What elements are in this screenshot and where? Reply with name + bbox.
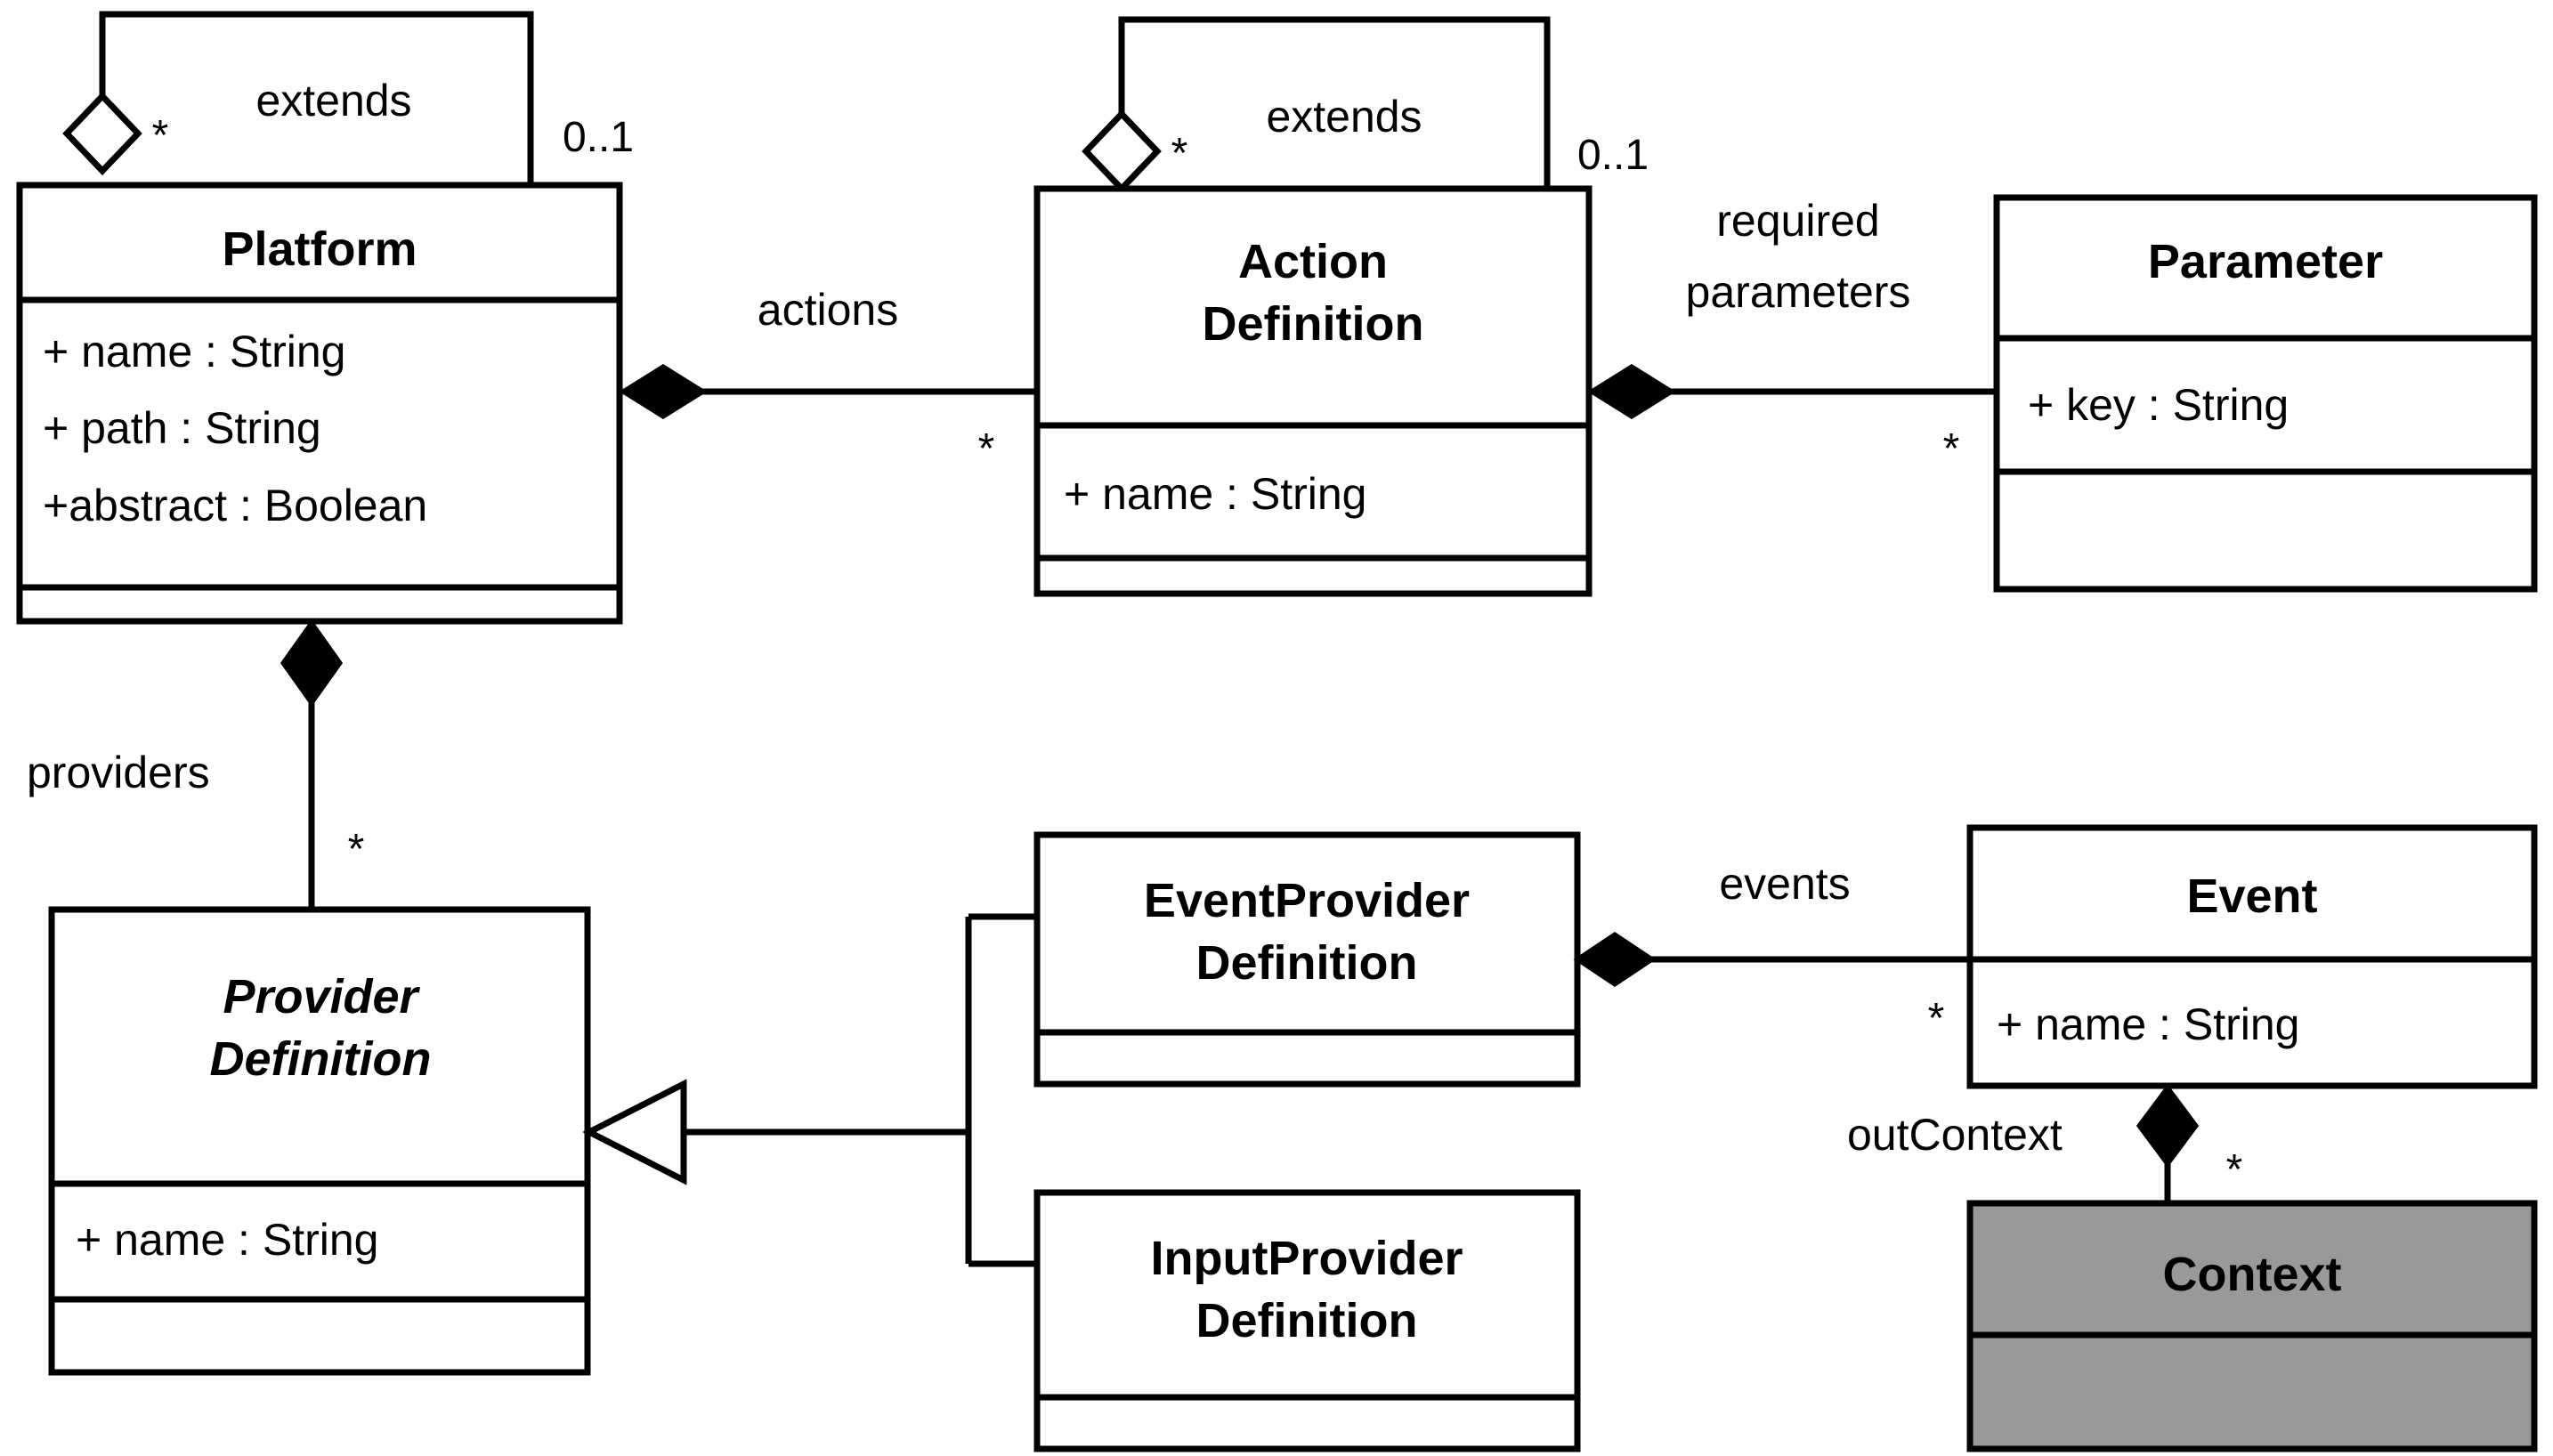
class-provider-definition[interactable]: Provider Definition + name : String [48, 906, 591, 1376]
relation-platform-extends[interactable]: extends * 0..1 [62, 11, 634, 185]
event-attribute: + name : String [1997, 999, 2299, 1049]
relation-action-required-parameters[interactable]: required parameters * [1587, 196, 1997, 473]
event-provider-definition-title-line1: EventProvider [1144, 874, 1470, 927]
platform-attribute: + path : String [43, 403, 321, 453]
providers-target-multiplicity: * [348, 826, 365, 873]
action-extends-label: extends [1266, 92, 1422, 142]
platform-attribute: + name : String [43, 327, 345, 376]
action-definition-box [1033, 185, 1593, 597]
input-provider-definition-title-line1: InputProvider [1150, 1232, 1463, 1285]
provider-definition-title-line1: Provider [223, 970, 420, 1023]
composition-diamond-icon [1573, 931, 1657, 988]
platform-extends-path [99, 11, 534, 185]
events-target-multiplicity: * [1928, 995, 1945, 1042]
platform-extends-target-multiplicity: 0..1 [563, 114, 634, 161]
platform-extends-source-multiplicity: * [152, 112, 169, 159]
platform-actions-label: actions [758, 285, 898, 335]
class-event-provider-definition[interactable]: EventProvider Definition [1033, 831, 1581, 1088]
class-event[interactable]: Event + name : String [1966, 824, 2538, 1089]
event-provider-definition-title-line2: Definition [1196, 936, 1418, 990]
provider-definition-box [48, 906, 591, 1376]
input-provider-definition-title-line2: Definition [1196, 1294, 1418, 1347]
outcontext-label: outContext [1847, 1110, 2063, 1160]
action-extends-path [1118, 16, 1551, 189]
required-parameters-target-multiplicity: * [1943, 425, 1960, 473]
input-provider-definition-box [1033, 1189, 1581, 1452]
class-action-definition[interactable]: Action Definition + name : String [1033, 185, 1593, 597]
class-context[interactable]: Context [1966, 1200, 2538, 1452]
platform-box [16, 182, 623, 625]
parameter-title: Parameter [2148, 235, 2383, 288]
action-extends-source-multiplicity: * [1171, 130, 1188, 177]
relation-platform-providers[interactable]: providers * [27, 619, 365, 910]
context-box [1966, 1200, 2538, 1452]
outcontext-target-multiplicity: * [2226, 1146, 2243, 1193]
relation-eventprovider-events[interactable]: events * [1573, 859, 1970, 1042]
providers-label: providers [27, 748, 210, 797]
platform-title: Platform [222, 222, 417, 276]
aggregation-diamond-icon [62, 91, 142, 176]
provider-definition-attribute: + name : String [76, 1215, 378, 1265]
context-title: Context [2163, 1248, 2342, 1301]
composition-diamond-icon [1587, 364, 1676, 419]
composition-diamond-icon [619, 364, 708, 419]
event-title: Event [2186, 870, 2317, 923]
platform-attribute: +abstract : Boolean [43, 481, 427, 530]
class-platform[interactable]: Platform + name : String + path : String… [16, 182, 623, 625]
relation-action-extends[interactable]: extends * 0..1 [1082, 16, 1649, 194]
relation-provider-generalization[interactable] [582, 913, 1037, 1267]
action-definition-title-line2: Definition [1203, 297, 1424, 351]
action-extends-target-multiplicity: 0..1 [1577, 132, 1649, 179]
required-parameters-label-line2: parameters [1686, 267, 1911, 317]
composition-diamond-icon [280, 619, 344, 708]
aggregation-diamond-icon [1082, 109, 1162, 194]
parameter-attribute: + key : String [2028, 380, 2289, 430]
platform-actions-target-multiplicity: * [978, 425, 995, 473]
provider-definition-title-line2: Definition [210, 1032, 432, 1086]
class-parameter[interactable]: Parameter + key : String [1993, 194, 2538, 593]
generalization-triangle-icon [582, 1079, 687, 1185]
platform-extends-label: extends [255, 76, 411, 125]
action-definition-title-line1: Action [1238, 235, 1388, 288]
events-label: events [1719, 859, 1850, 909]
relation-platform-actions[interactable]: actions * [619, 285, 1037, 473]
class-input-provider-definition[interactable]: InputProvider Definition [1033, 1189, 1581, 1452]
relation-event-outcontext[interactable]: outContext * [1847, 1083, 2243, 1203]
required-parameters-label-line1: required [1716, 196, 1879, 246]
parameter-box [1993, 194, 2538, 593]
composition-diamond-icon [2136, 1083, 2200, 1169]
action-definition-attribute: + name : String [1064, 469, 1366, 519]
